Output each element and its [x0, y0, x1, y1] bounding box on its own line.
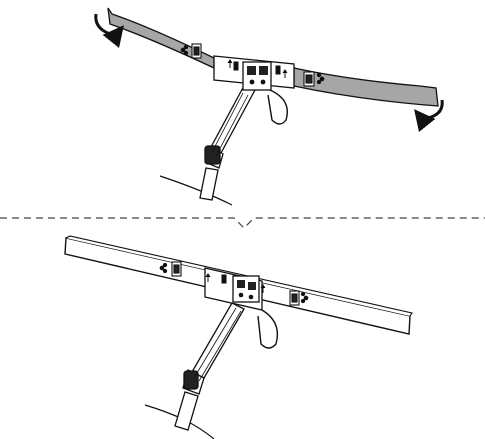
bottom-monitor-arm [174, 302, 245, 431]
bottom-right-bracket [289, 290, 309, 306]
top-right-bar [293, 67, 439, 107]
bottom-plate-markers [205, 273, 266, 293]
panel-divider [0, 217, 485, 229]
top-monitor-arm [199, 83, 256, 201]
bottom-cable-hook [249, 303, 279, 349]
bottom-panel [64, 235, 413, 439]
top-right-flex-arrow [414, 99, 444, 133]
top-panel [94, 7, 444, 206]
top-left-bracket [180, 43, 202, 59]
top-left-flex-arrow [94, 13, 124, 49]
top-right-bracket [303, 71, 325, 87]
top-left-bar [107, 7, 215, 70]
bottom-left-bracket [159, 261, 182, 277]
top-cable-hook [259, 83, 288, 125]
top-plate-markers [227, 59, 288, 78]
top-mount-curve [159, 175, 233, 206]
